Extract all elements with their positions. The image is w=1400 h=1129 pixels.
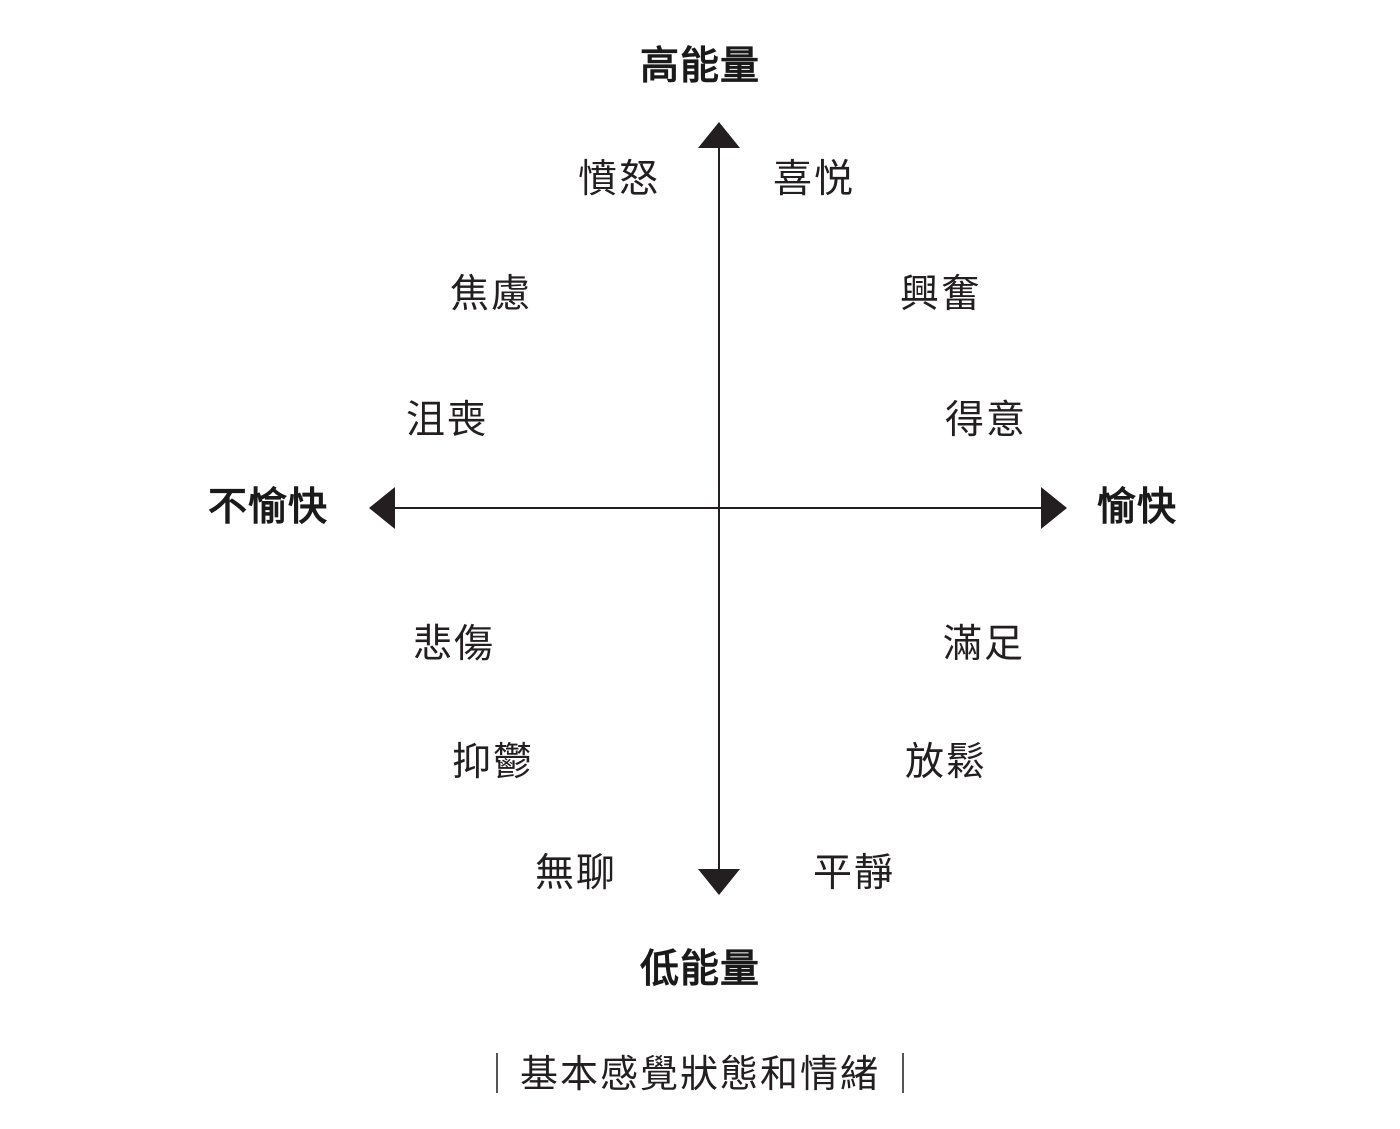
emotion-label: 喜悦: [773, 158, 856, 201]
emotion-label: 憤怒: [578, 158, 661, 201]
emotion-label: 沮喪: [406, 399, 489, 442]
arrow-right-icon: [1041, 487, 1067, 529]
diagram-caption: 基本感覺狀態和情緒: [0, 1053, 1400, 1094]
arrow-left-icon: [369, 487, 395, 529]
emotion-label: 放鬆: [905, 741, 988, 784]
caption-bar-right-icon: [902, 1053, 904, 1093]
arrow-down-icon: [698, 869, 740, 895]
arrow-up-icon: [698, 122, 740, 148]
emotion-label: 抑鬱: [452, 741, 535, 784]
emotion-label: 無聊: [535, 852, 618, 895]
axis-label-unpleasant: 不愉快: [208, 486, 329, 529]
axis-label-low-energy: 低能量: [639, 948, 760, 991]
axis-label-high-energy: 高能量: [639, 45, 760, 88]
emotion-label: 悲傷: [413, 623, 496, 666]
emotion-label: 興奮: [900, 273, 983, 316]
emotion-label: 焦慮: [450, 273, 533, 316]
caption-text: 基本感覺狀態和情緒: [519, 1054, 880, 1096]
vertical-axis-line: [718, 140, 720, 872]
emotion-label: 滿足: [943, 623, 1026, 666]
axis-label-pleasant: 愉快: [1097, 486, 1178, 529]
emotion-label: 得意: [945, 399, 1028, 442]
horizontal-axis-line: [384, 507, 1054, 509]
emotion-label: 平靜: [813, 852, 896, 895]
caption-bar-left-icon: [495, 1053, 498, 1093]
